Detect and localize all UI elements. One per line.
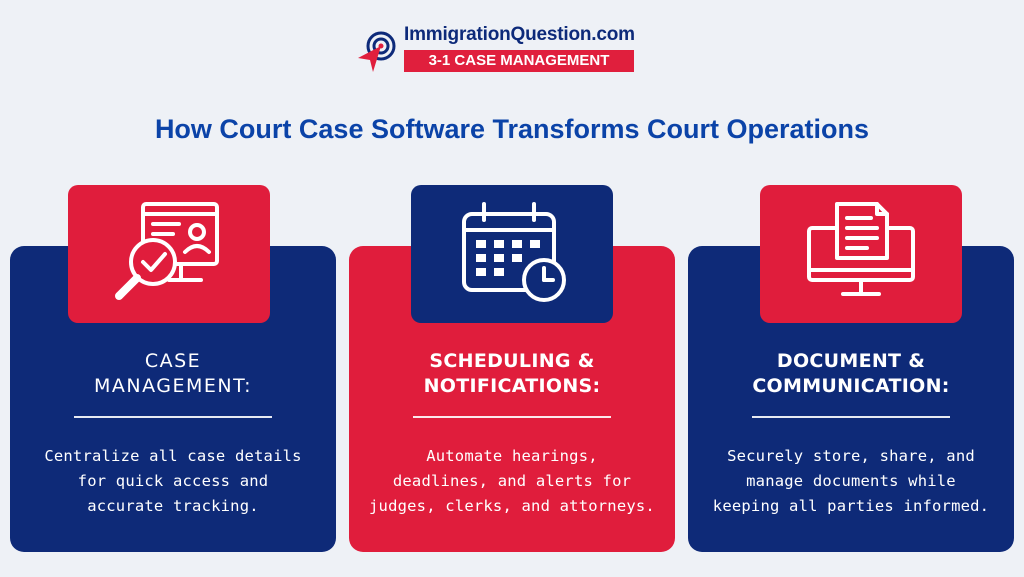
card-divider [74,416,272,418]
card-divider [413,416,611,418]
calendar-clock-icon [462,202,566,302]
page-title: How Court Case Software Transforms Court… [154,114,870,144]
card-description: Securely store, share, and manage docume… [712,447,990,515]
card-description: Automate hearings, deadlines, and alerts… [369,447,655,515]
document-icon-box [760,185,962,323]
site-name: ImmigrationQuestion.com [404,24,635,45]
card-title: DOCUMENT & COMMUNICATION: [752,350,950,397]
card-divider [752,416,950,418]
card-title: SCHEDULING & NOTIFICATIONS: [423,350,601,397]
target-arrow-icon [358,31,396,72]
monitor-document-icon [807,202,915,296]
scheduling-icon-box [411,185,613,323]
logo-badge: 3-1 CASE MANAGEMENT [404,50,634,72]
brand-logo: ImmigrationQuestion.com 3-1 CASE MANAGEM… [356,22,656,78]
card-title: CASE MANAGEMENT: [93,350,253,397]
case-management-icon-box [68,185,270,323]
magnifier-profile-icon [115,202,219,300]
card-description: Centralize all case details for quick ac… [44,447,302,515]
